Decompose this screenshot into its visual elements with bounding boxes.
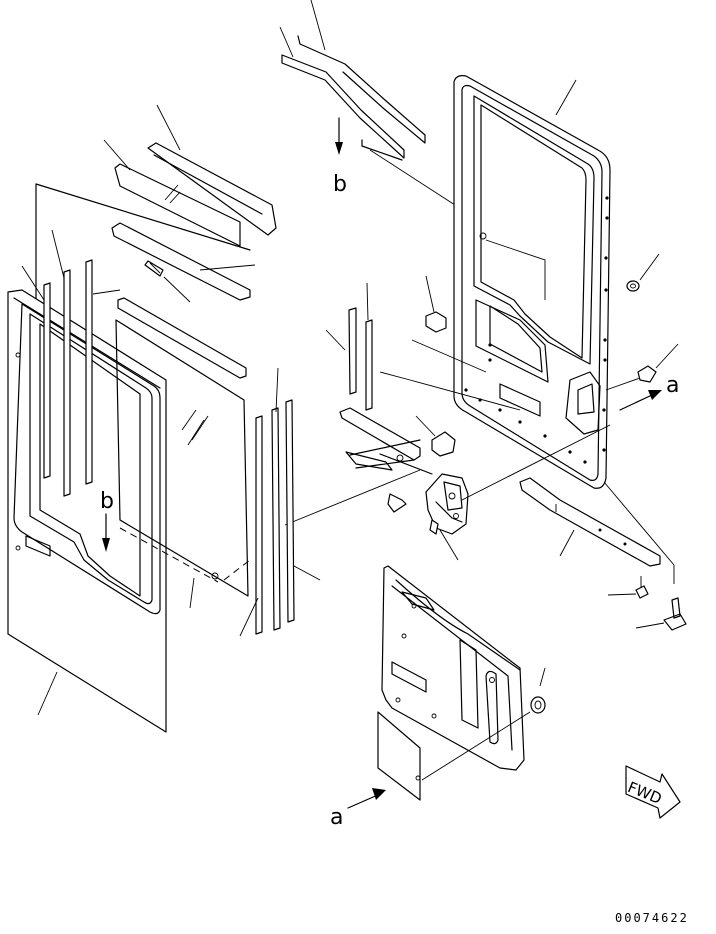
mid-channel-part bbox=[325, 282, 521, 411]
bolt-part-2 bbox=[411, 275, 487, 373]
ref-b-upper: b bbox=[333, 117, 347, 197]
ref-b-left: b bbox=[100, 489, 114, 552]
grommet-part bbox=[421, 667, 546, 781]
drawing-code: 00074622 bbox=[615, 911, 689, 925]
ref-b-upper-label: b bbox=[333, 172, 347, 197]
main-glass-part bbox=[115, 297, 251, 609]
inner-trim-part bbox=[381, 565, 525, 771]
bolt-part-3 bbox=[415, 415, 456, 457]
door-frame-part bbox=[453, 75, 611, 489]
upper-rail-part bbox=[279, 0, 426, 161]
insulation-sheet-part bbox=[377, 711, 421, 801]
screw-part-3 bbox=[635, 597, 687, 631]
ref-a-bottom: a bbox=[330, 788, 386, 830]
window-regulator-part bbox=[339, 407, 433, 475]
bolt-part-1 bbox=[605, 343, 679, 391]
fwd-arrow-icon: FWD bbox=[625, 765, 681, 819]
right-strips-part bbox=[239, 367, 321, 637]
ref-a-bottom-label: a bbox=[330, 805, 343, 830]
screw-part-2 bbox=[607, 576, 649, 599]
screw-part-1 bbox=[144, 260, 164, 277]
upper-seal-part bbox=[103, 104, 277, 247]
door-lock-part bbox=[284, 424, 611, 561]
ref-b-left-label: b bbox=[100, 489, 114, 514]
ref-a-right: a bbox=[619, 373, 679, 411]
left-channels-part bbox=[21, 229, 121, 497]
upper-glass-panel bbox=[35, 183, 256, 331]
lower-guide-part bbox=[519, 477, 675, 584]
ref-a-right-label: a bbox=[666, 373, 679, 398]
nut-part-1 bbox=[626, 253, 660, 292]
